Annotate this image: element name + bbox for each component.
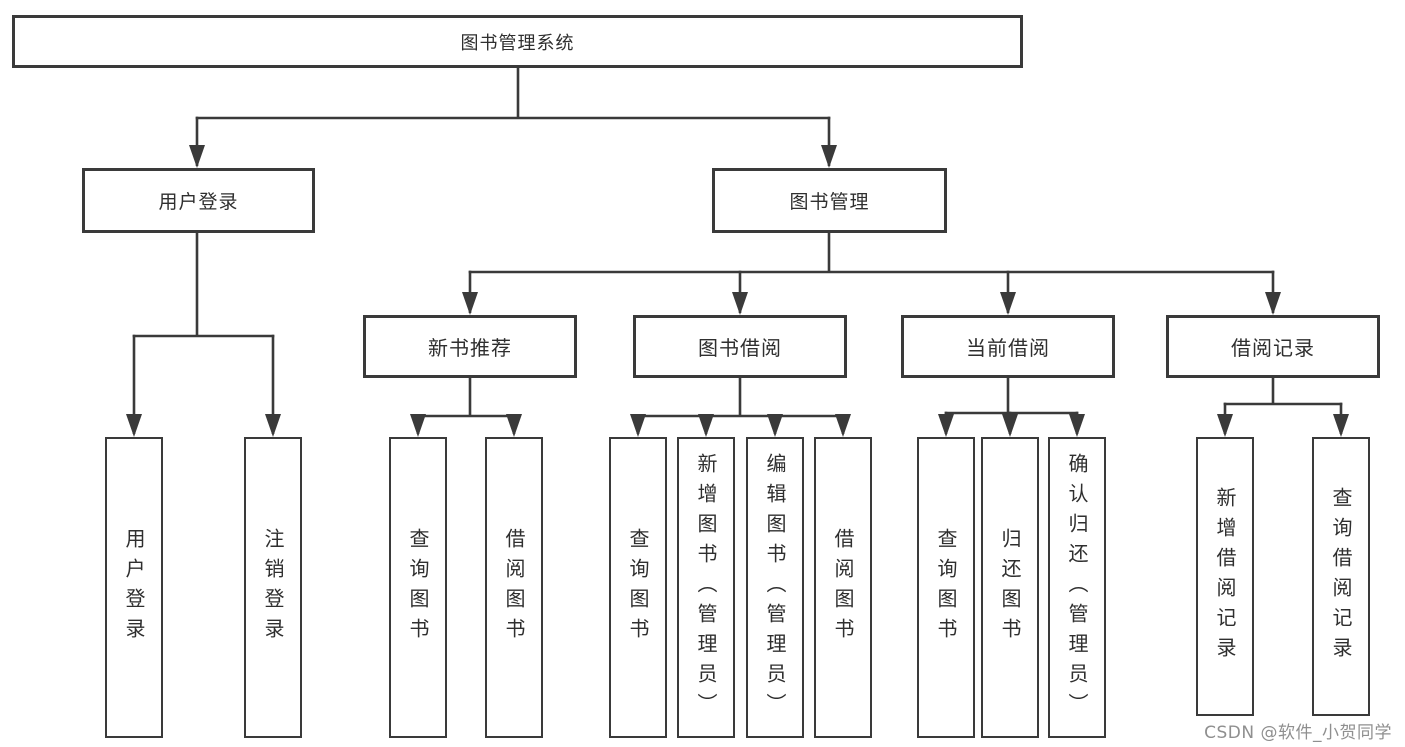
leaf-user-login: 用户登录 [105, 437, 163, 738]
node-book-management-label: 图书管理 [789, 191, 870, 213]
node-current-borrowing-label: 当前借阅 [966, 336, 1050, 360]
node-borrowing-records-label: 借阅记录 [1231, 336, 1315, 360]
leaf-query-books-recommend: 查询图书 [389, 437, 447, 738]
leaf-query-borrow-record: 查询借阅记录 [1312, 437, 1370, 716]
node-root-system: 图书管理系统 [12, 15, 1023, 68]
leaf-user-login-label: 用户登录 [122, 527, 146, 648]
leaf-borrow-books-recommend: 借阅图书 [485, 437, 543, 738]
leaf-query-books-current-label: 查询图书 [934, 527, 958, 648]
leaf-logout-login: 注销登录 [244, 437, 302, 738]
leaf-borrow-books-borrowing: 借阅图书 [814, 437, 872, 738]
arrowheads [126, 145, 1349, 437]
leaf-confirm-return-admin-label: 确认归还（管理员） [1065, 452, 1089, 723]
leaf-add-books-admin-label: 新增图书（管理员） [694, 452, 718, 723]
leaf-query-books-borrowing-label: 查询图书 [626, 527, 650, 648]
leaf-query-books-current: 查询图书 [917, 437, 975, 738]
node-root-system-label: 图书管理系统 [460, 32, 575, 54]
leaf-add-borrow-record-label: 新增借阅记录 [1213, 486, 1237, 667]
leaf-query-books-borrowing: 查询图书 [609, 437, 667, 738]
leaf-confirm-return-admin: 确认归还（管理员） [1048, 437, 1106, 738]
connector-edges [132, 68, 1343, 434]
leaf-query-books-recommend-label: 查询图书 [406, 527, 430, 648]
leaf-edit-books-admin-label: 编辑图书（管理员） [763, 452, 787, 723]
leaf-borrow-books-recommend-label: 借阅图书 [502, 527, 526, 648]
leaf-add-books-admin: 新增图书（管理员） [677, 437, 735, 738]
leaf-return-books-label: 归还图书 [998, 527, 1022, 648]
node-new-book-recommend-label: 新书推荐 [428, 336, 512, 360]
leaf-add-borrow-record: 新增借阅记录 [1196, 437, 1254, 716]
node-current-borrowing: 当前借阅 [901, 315, 1115, 378]
csdn-watermark: CSDN @软件_小贺同学 [1204, 723, 1392, 743]
leaf-return-books: 归还图书 [981, 437, 1039, 738]
node-new-book-recommend: 新书推荐 [363, 315, 577, 378]
node-book-borrowing: 图书借阅 [633, 315, 847, 378]
node-book-management: 图书管理 [712, 168, 947, 233]
leaf-edit-books-admin: 编辑图书（管理员） [746, 437, 804, 738]
node-borrowing-records: 借阅记录 [1166, 315, 1380, 378]
leaf-query-borrow-record-label: 查询借阅记录 [1329, 486, 1353, 667]
node-book-borrowing-label: 图书借阅 [698, 336, 782, 360]
node-user-login-label: 用户登录 [158, 191, 239, 213]
node-user-login: 用户登录 [82, 168, 315, 233]
leaf-borrow-books-borrowing-label: 借阅图书 [831, 527, 855, 648]
leaf-logout-login-label: 注销登录 [261, 527, 285, 648]
